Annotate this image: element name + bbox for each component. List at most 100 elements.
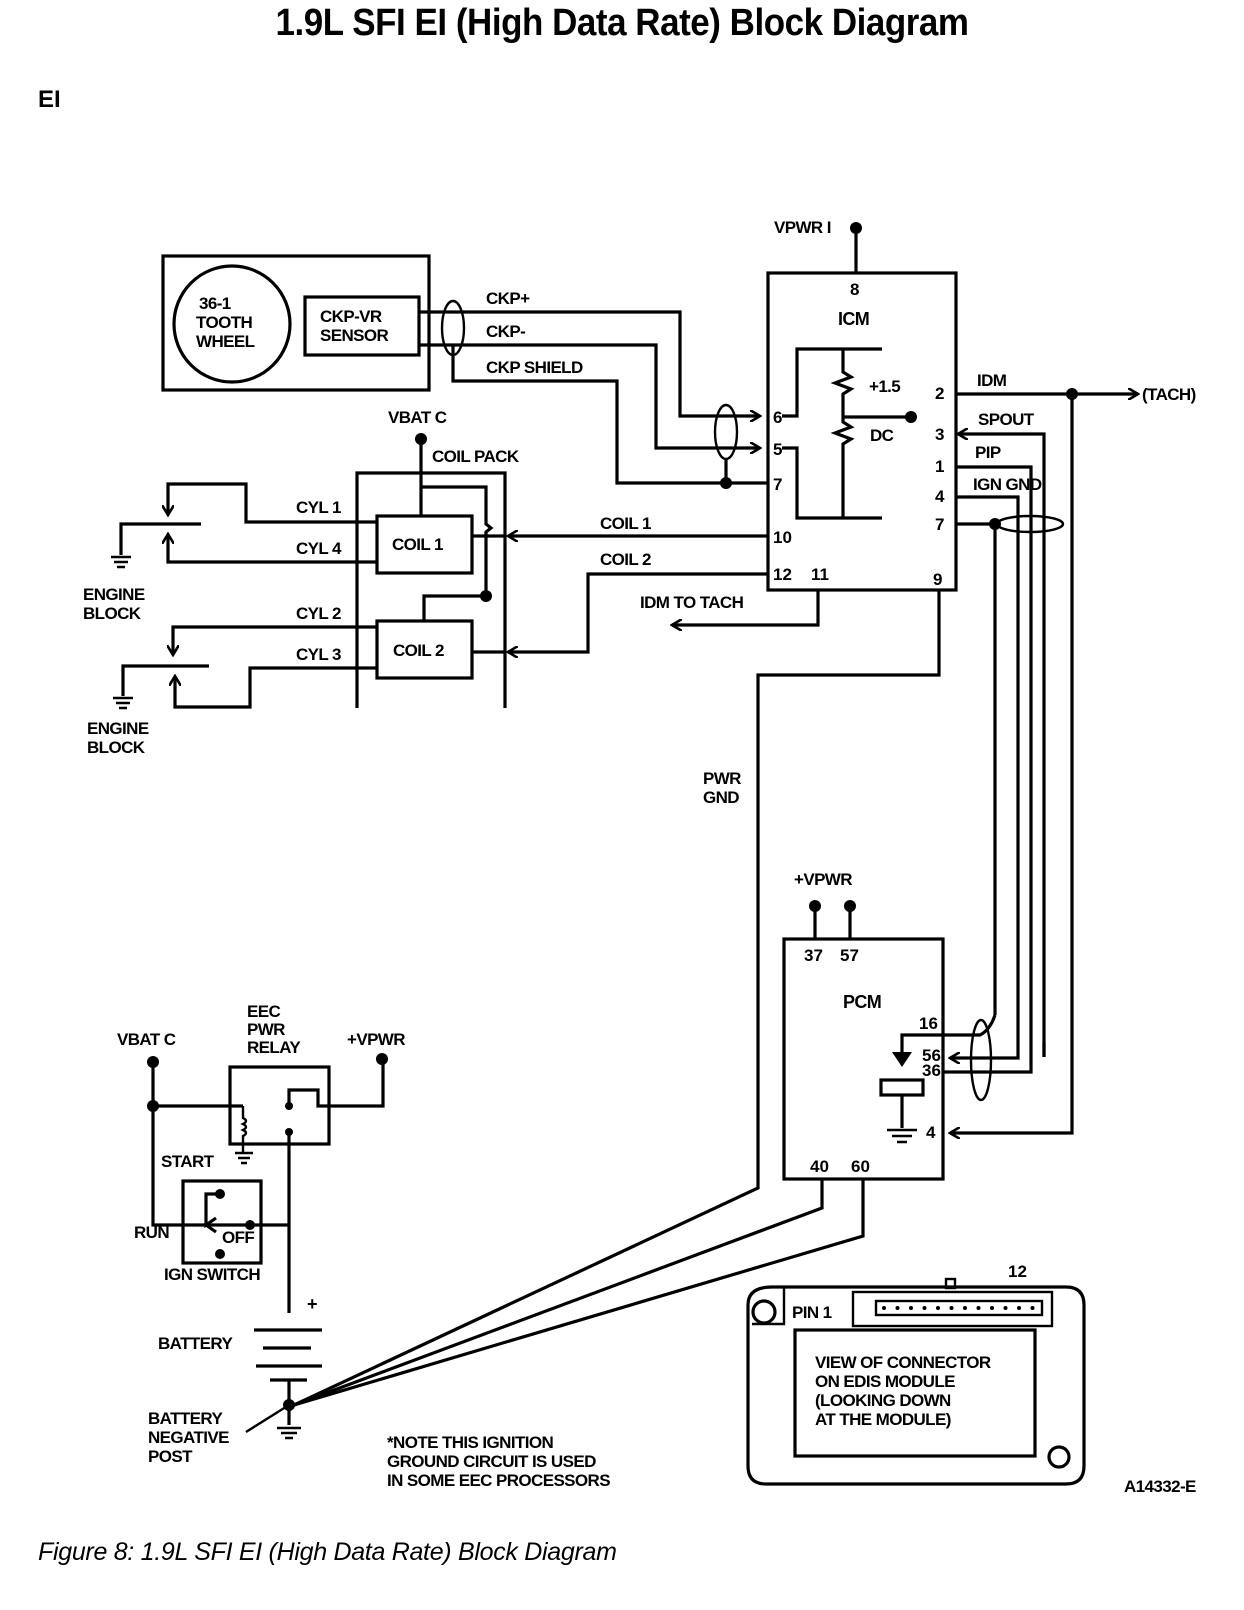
- icm-pin-4: 4: [935, 487, 945, 506]
- connector-text-3: (LOOKING DOWN: [815, 1391, 951, 1410]
- note-line3: IN SOME EEC PROCESSORS: [387, 1471, 610, 1490]
- cyl4-label: CYL 4: [296, 539, 342, 558]
- pin1-label: PIN 1: [792, 1303, 832, 1322]
- wire-cyl4: [168, 534, 377, 564]
- connector-pin: [963, 1306, 967, 1310]
- wire-to-pin56: [950, 1028, 1020, 1058]
- connector-pin: [976, 1306, 981, 1310]
- wire-cyl3: [175, 666, 377, 709]
- sensor-assembly: 36-1 TOOTH WHEEL CKP-VR SENSOR: [161, 254, 431, 392]
- bias-dot: [905, 411, 917, 423]
- icm-module: VPWR I 8 ICM +1.5 DC 6 5 7 10 12 11 9 2 …: [766, 218, 958, 592]
- pip-label: PIP: [975, 443, 1001, 462]
- pcm-pin-16: 16: [919, 1014, 938, 1033]
- ckp-vr-sensor: [303, 295, 421, 357]
- switch-start-label: START: [161, 1152, 215, 1171]
- icm-pin-3: 3: [935, 425, 944, 444]
- battery-plus: +: [307, 1294, 317, 1314]
- wire-coil2-drive: [508, 572, 768, 652]
- idm-to-tach-label: IDM TO TACH: [640, 593, 744, 612]
- ground-icon-1: [111, 555, 131, 569]
- vpwr-i-terminal: [850, 222, 862, 234]
- note-line1: *NOTE THIS IGNITION: [387, 1433, 553, 1452]
- coil-1: [375, 514, 474, 575]
- icm-label: ICM: [838, 309, 869, 329]
- pcm-vpwr-label: +VPWR: [794, 870, 852, 889]
- resistor-lower: [830, 412, 855, 518]
- relay-contact-wire: [287, 1062, 385, 1108]
- spark-gap-1-ground: [119, 522, 201, 555]
- engine-block-2-line2: BLOCK: [87, 738, 146, 757]
- spark-gap-2-ground: [121, 664, 209, 696]
- figure-id: A14332-E: [1124, 1477, 1196, 1496]
- signal-ckp-minus: CKP-: [486, 322, 525, 341]
- relay-circuit: VBAT C EEC PWR RELAY +VPWR START RUN OFF…: [117, 1002, 406, 1466]
- cyl3-label: CYL 3: [296, 645, 341, 664]
- shield-ellipse: [440, 299, 466, 357]
- icm-pin-11: 11: [811, 565, 829, 584]
- vbat-c-label: VBAT C: [388, 408, 447, 427]
- pcm-pin-36: 36: [922, 1061, 941, 1080]
- coil2-drive-label: COIL 2: [600, 550, 651, 569]
- note-line2: GROUND CIRCUIT IS USED: [387, 1452, 596, 1471]
- wheel-label-1: 36-1: [199, 294, 231, 313]
- connector-text-1: VIEW OF CONNECTOR: [815, 1353, 991, 1372]
- connector-pin: [1030, 1306, 1035, 1310]
- wire-spout: [958, 434, 1046, 1057]
- icm-pin-10: 10: [773, 528, 792, 547]
- ignition-ground-note: *NOTE THIS IGNITION GROUND CIRCUIT IS US…: [387, 1433, 611, 1490]
- wire-vbat-coil2: [422, 594, 486, 621]
- edis-connector-view: PIN 1 12 VIEW OF CONNECTOR ON EDIS MODUL…: [746, 1262, 1086, 1486]
- pcm-pin-57: 57: [840, 946, 859, 965]
- cyl2-label: CYL 2: [296, 604, 341, 623]
- wire-vbat-switch: [151, 1062, 252, 1227]
- connector-text-4: AT THE MODULE): [815, 1410, 951, 1429]
- coil-pack: COIL PACK VBAT C COIL 1 COIL 2 COIL 1 CO…: [83, 408, 820, 757]
- connector-pins: [882, 1306, 1035, 1310]
- twisted-pair-ellipse: [995, 514, 1065, 534]
- relay-vpwr-terminal: [376, 1053, 388, 1065]
- pcm-pin-37: 37: [804, 946, 823, 965]
- ign-switch-label: IGN SWITCH: [164, 1265, 260, 1284]
- shield-ellipse-icm: [713, 403, 739, 461]
- connector-pin: [922, 1306, 927, 1310]
- pcm-pin-4: 4: [926, 1123, 936, 1142]
- ground-icon-2: [113, 696, 133, 710]
- connector-pin-row: [874, 1299, 1044, 1317]
- icm-internal-upper: [782, 347, 882, 418]
- relay-label-2: PWR: [247, 1020, 285, 1039]
- wire-vbat-bus: [421, 485, 494, 593]
- pwr-gnd-line2: GND: [703, 788, 739, 807]
- relay-label-3: RELAY: [247, 1038, 301, 1057]
- pin1-corner: [752, 1287, 786, 1326]
- vpwr-i-label: VPWR I: [774, 218, 831, 237]
- wire-idm-to-pcm: [950, 394, 1074, 1133]
- ign-gnd-label: IGN GND: [973, 475, 1042, 494]
- pcm-module: +VPWR 37 57 PCM 16 56 36 4 40 60: [293, 870, 1046, 1407]
- connector-housing: [851, 1290, 1054, 1328]
- battery-ground-icon: [277, 1426, 301, 1440]
- ckp-wiring: CKP+ CKP- CKP SHIELD: [419, 289, 768, 489]
- pcm-pin-60: 60: [851, 1157, 870, 1176]
- mount-hole-top: [751, 1299, 777, 1325]
- icm-internal-lower: [782, 446, 882, 520]
- relay-vpwr-label: +VPWR: [347, 1030, 405, 1049]
- wire-ckp-plus: [419, 310, 760, 416]
- pcm-pin-40: 40: [810, 1157, 829, 1176]
- pcm-sense-element: [879, 1078, 925, 1097]
- icm-pin-5: 5: [773, 440, 782, 459]
- wire-cyl2: [173, 625, 377, 655]
- wheel-label-2: TOOTH: [196, 313, 253, 332]
- battery-icon: [254, 1328, 322, 1382]
- negative-post-leader: [245, 1403, 290, 1434]
- section-label: EI: [38, 86, 61, 113]
- sensor-housing: [161, 254, 431, 392]
- connector-info-panel: [793, 1328, 1037, 1458]
- pcm-pin57-terminal: [844, 900, 856, 912]
- mount-hole-bottom: [1047, 1445, 1071, 1469]
- connector-pin: [1003, 1306, 1008, 1310]
- connector-pin: [1017, 1306, 1021, 1310]
- neg-post-line2: NEGATIVE: [148, 1428, 229, 1447]
- icm-pin-7-left: 7: [773, 475, 782, 494]
- pcm-label: PCM: [843, 992, 881, 1012]
